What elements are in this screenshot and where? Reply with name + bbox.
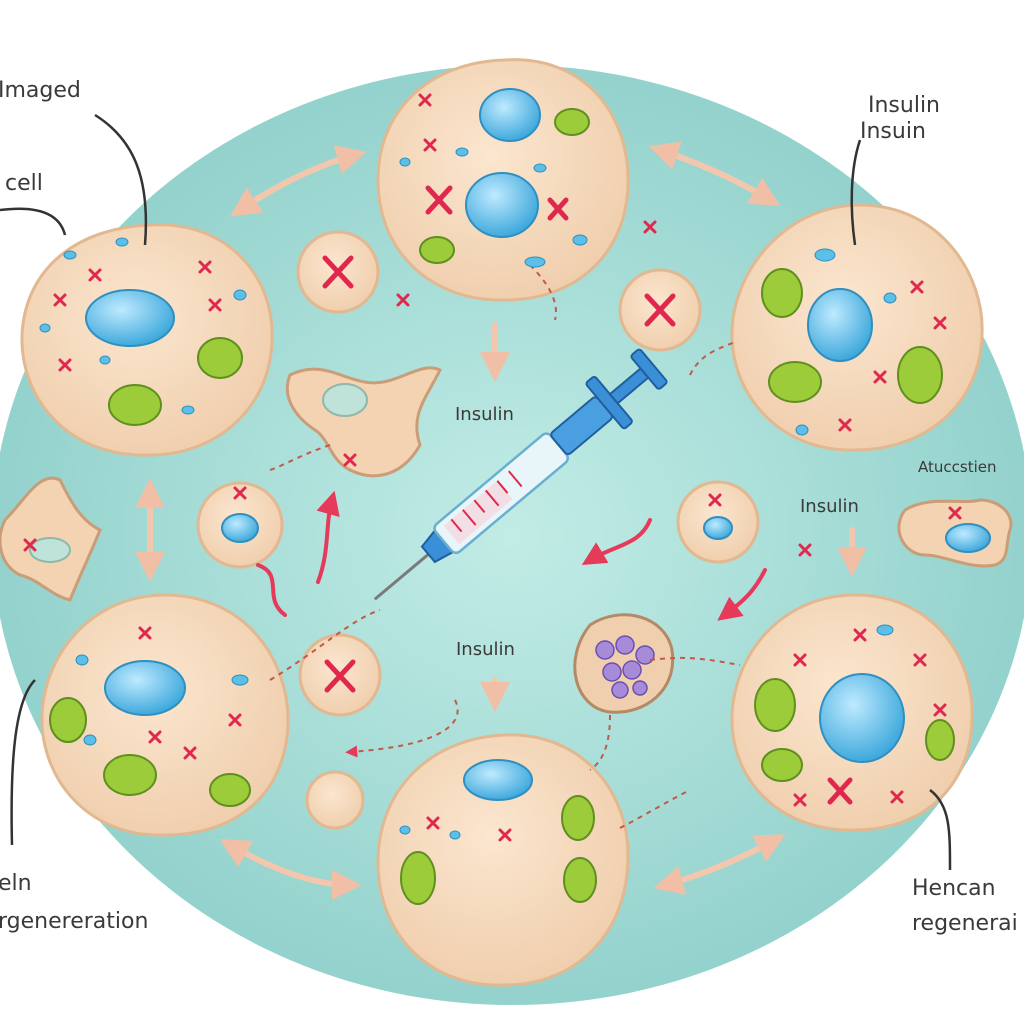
- damage-x-marks: [322, 185, 853, 805]
- label-bottom-right-1: Hencan: [912, 876, 996, 901]
- cell-top-center: [376, 58, 630, 302]
- nucleus-icon: [221, 513, 259, 543]
- mitochondria-icon: [897, 346, 943, 404]
- mitochondria-icon: [563, 857, 597, 903]
- mitochondria-icon: [761, 268, 803, 318]
- nucleus-icon: [104, 660, 186, 716]
- nucleus-icon: [479, 88, 541, 142]
- mitochondria-icon: [400, 851, 436, 905]
- pale-arrows: [135, 141, 867, 900]
- nucleus-icon: [85, 289, 175, 347]
- damaged-cell: [573, 613, 675, 714]
- damaged-cell-contents: [595, 635, 655, 699]
- small-cell: [305, 770, 365, 830]
- mitochondria-icon: [554, 108, 590, 136]
- mitochondria-icon: [108, 384, 162, 426]
- label-insulin-top-right-2: Insuin: [860, 119, 926, 144]
- nucleus-icon: [463, 759, 533, 801]
- cell-right: [730, 203, 984, 452]
- label-insulin-center: Insulin: [455, 404, 514, 425]
- red-arrows: [256, 490, 767, 621]
- nucleus-icon: [465, 172, 539, 238]
- syringe-icon: [373, 348, 668, 601]
- leader-lines: [0, 113, 952, 871]
- cell-bottom-left: [40, 593, 290, 837]
- cell-left: [20, 223, 274, 457]
- vesicles: [39, 147, 897, 840]
- nucleus-icon: [819, 673, 905, 763]
- label-insulin-right: Insulin: [800, 496, 859, 517]
- mitochondria-icon: [209, 773, 251, 807]
- mitochondria-icon: [561, 795, 595, 841]
- mitochondria-icon: [197, 337, 243, 379]
- label-insulin-bottom-center: Insulin: [456, 639, 515, 660]
- label-activation: Atuccstien: [918, 458, 996, 476]
- mitochondria-icon: [103, 754, 157, 796]
- mitochondria-icon: [761, 748, 803, 782]
- label-bottom-left-1: eln: [0, 871, 32, 896]
- label-cell: cell: [5, 171, 43, 196]
- mitochondria-icon: [419, 236, 455, 264]
- cell-bottom-right: [730, 593, 974, 832]
- label-bottom-left-2: rgenereration: [0, 909, 148, 934]
- mitochondria-icon: [768, 361, 822, 403]
- mitochondria-icon: [754, 678, 796, 732]
- nucleus-icon: [807, 288, 873, 362]
- dashed-connectors: [269, 264, 741, 829]
- label-insulin-top-right-1: Insulin: [868, 93, 940, 118]
- mitochondria-icon: [925, 719, 955, 761]
- label-damaged: Imaged: [0, 78, 81, 103]
- cell-bottom-center: [376, 733, 630, 987]
- irregular-cells: [0, 366, 1013, 602]
- mitochondria-icon: [49, 697, 87, 743]
- label-bottom-right-2: regenerai: [912, 911, 1018, 936]
- nucleus-icon: [703, 516, 733, 540]
- small-x-marks: [23, 93, 962, 842]
